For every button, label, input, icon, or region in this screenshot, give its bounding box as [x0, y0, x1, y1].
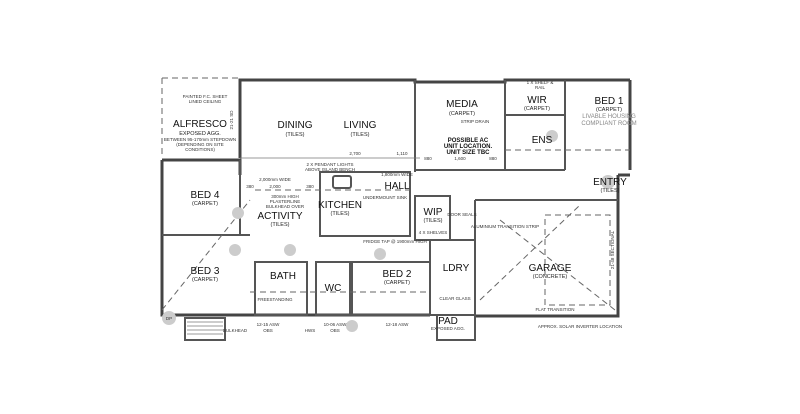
solar-note: APPROX. SOLAR INVERTER LOCATION [538, 324, 622, 329]
sink-note: UNDERMOUNT SINK [363, 195, 407, 200]
dimension: 380 [306, 184, 314, 189]
fridge-note: FRIDGE TAP @ 1900mm HIGH [363, 239, 427, 244]
dimension: 2,700 [349, 151, 361, 156]
bed1-finish: (CARPET) [596, 107, 622, 113]
pendant-note: 2 X PENDANT LIGHTS [307, 162, 354, 167]
walls [160, 77, 632, 341]
room-label-garage: GARAGE [529, 263, 572, 274]
room-label-wc: WC [325, 283, 342, 294]
window-label: OBS [330, 328, 340, 333]
ceiling-note: PAINTED F.C. SHEET [183, 94, 228, 99]
wir-note: 1 X SHELF & [527, 80, 554, 85]
hws-label: HWS [305, 328, 316, 333]
dimension: 1,110 [397, 151, 408, 156]
bed3-finish: (CARPET) [192, 277, 218, 283]
room-label-bath: BATH [270, 271, 296, 282]
wip-note: 4 X SHELVES [419, 230, 447, 235]
bulkhead-note: PLASTERLINE [270, 199, 301, 204]
bath-note: FREESTANDING [258, 297, 293, 302]
wir-finish: (CARPET) [524, 106, 550, 112]
window-label: 12-15 ASW [257, 322, 281, 327]
pad-finish: EXPOSED AGG. [431, 326, 465, 331]
media-finish: (CARPET) [449, 111, 475, 117]
room-label-entry: ENTRY [593, 177, 627, 188]
room-label-alfresco: ALFRESCO [173, 119, 227, 130]
window-label: OBS [263, 328, 273, 333]
room-label-bed-3: BED 3 [191, 266, 220, 277]
room-label-kitchen: KITCHEN [318, 200, 362, 211]
activity-finish: (TILES) [271, 222, 290, 228]
transition-note: ALUMINIUM TRANSITION STRIP [471, 224, 539, 229]
room-label-wir: WIR [527, 95, 546, 106]
bed1-note: COMPLIANT ROOM [581, 121, 636, 127]
transition-note: FLAT TRANSITION [535, 307, 574, 312]
dining-finish: (TILES) [286, 132, 305, 138]
bed2-finish: (CARPET) [384, 280, 410, 286]
alfresco-note: CONDITIONS) [185, 147, 215, 152]
steps [187, 321, 223, 335]
dimension: 1,600 [454, 156, 466, 161]
room-label-wip: WIP [424, 207, 443, 218]
room-label-bed-1: BED 1 [595, 96, 624, 107]
ceiling-note: LINED CEILING [189, 99, 222, 104]
room-label-media: MEDIA [446, 99, 478, 110]
width-note: 1,800mm WIDE [381, 172, 413, 177]
glass-note: CLEAR GLASS [439, 296, 470, 301]
room-label-hall: HALL [384, 181, 409, 192]
garage-finish: (CONCRETE) [533, 274, 568, 280]
room-label-ens: ENS [532, 135, 553, 146]
strip-drain-note: STRIP DRAIN [461, 119, 489, 124]
room-label-activity: ACTIVITY [257, 211, 302, 222]
window-label: 10-06 ASW [324, 322, 348, 327]
bulkhead-label: BULKHEAD [223, 328, 248, 333]
dimension: 880 [424, 156, 432, 161]
ac-note: UNIT SIZE TBC [447, 150, 491, 156]
sliding-door-label: 21-21 SD [229, 110, 234, 130]
living-finish: (TILES) [351, 132, 370, 138]
room-label-dining: DINING [278, 120, 313, 131]
room-label-pad: PAD [438, 316, 458, 327]
bulkhead-note: BULKHEAD OVER [266, 204, 305, 209]
alfresco-note: BETWEEN 95-170mm STEPDOWN [164, 137, 236, 142]
room-label-bed-4: BED 4 [191, 190, 220, 201]
garage-door-label: 21-48 SECTIONAL [610, 230, 615, 269]
dimension: 880 [489, 156, 497, 161]
bulkhead-note: 300mm HIGH [271, 194, 299, 199]
bed4-finish: (CARPET) [192, 201, 218, 207]
room-label-ldry: LDRY [443, 263, 470, 274]
ac-note: POSSIBLE AC [448, 138, 489, 144]
alfresco-finish: EXPOSED AGG. [179, 131, 221, 137]
kitchen-finish: (TILES) [331, 211, 350, 217]
sink-icon [332, 175, 352, 189]
dimension: 2,000 [269, 184, 281, 189]
ac-note: UNIT LOCATION. [444, 144, 493, 150]
wir-note: RAIL [535, 85, 546, 90]
downpipe-label: DP [166, 316, 172, 321]
room-label-bed-2: BED 2 [383, 269, 412, 280]
dashed-guides [161, 149, 630, 311]
pendant-note: ABOVE ISLAND BENCH [305, 167, 355, 172]
dimension: 380 [246, 184, 254, 189]
window-label: 12-18 ASW [386, 322, 410, 327]
room-label-living: LIVING [344, 120, 377, 131]
sd-markers [162, 130, 615, 332]
door-seals-note: DOOR SEALS [447, 212, 476, 217]
alfresco-note: (DEPENDING ON SITE [176, 142, 224, 147]
entry-finish: (TILES) [601, 188, 620, 194]
width-note: 2,000mm WIDE [259, 177, 291, 182]
bed1-note: LIVABLE HOUSING [582, 114, 636, 120]
wip-finish: (TILES) [424, 218, 443, 224]
